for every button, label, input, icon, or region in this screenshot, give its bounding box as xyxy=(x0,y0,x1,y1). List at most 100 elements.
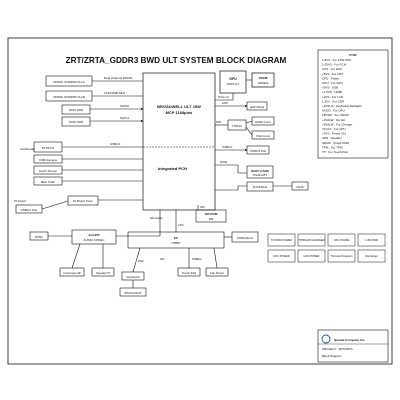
power-box-label: 1.35V DDR xyxy=(365,238,378,242)
sata-hdd-label: SATA HDD xyxy=(69,108,84,112)
pow-list-item: TPM : For TPM xyxy=(322,145,343,149)
gpu-label-1: GPU xyxy=(229,77,237,81)
keyboard-label: Keyboard xyxy=(127,275,140,279)
usb3-bus-label: USB3.0 xyxy=(222,145,233,149)
i2c-label: I2C xyxy=(160,257,166,261)
power-box xyxy=(327,249,356,263)
power-box xyxy=(357,249,386,263)
power-box xyxy=(297,249,326,263)
pow-list-item: 1.05VS : For PCH xyxy=(322,63,346,67)
power-box-label: LDO POWER xyxy=(304,254,320,258)
pcie-label: PCIE xyxy=(220,160,227,164)
power-box-label: Discharger xyxy=(365,254,378,258)
tpm-label: TPM(option) xyxy=(237,236,254,240)
pow-list-item: AOS : For EAC xyxy=(322,67,343,71)
ddr-bus-label-a: Dual Channel DDR3L xyxy=(104,76,133,80)
pow-list-item: +1.5VS : HDMI xyxy=(322,90,342,94)
spi-rom-block xyxy=(195,209,227,223)
company-label: Quanta Computer Inc. xyxy=(334,338,366,342)
pow-list-item: NVDD : For GPU xyxy=(322,109,345,113)
speaker-label: Speaker*2 xyxy=(96,271,110,275)
spi-label-1: SPI ROM xyxy=(205,212,218,216)
lan-block xyxy=(246,181,274,192)
vram-label-1: VRAM xyxy=(259,76,268,80)
sata-odd-label: SATA ODD xyxy=(69,120,85,124)
spi-label-2: 8M xyxy=(209,217,214,221)
pow-list-item: +3VSUS : Keyboard backlight xyxy=(322,104,362,108)
edp-bus-label: eDP xyxy=(222,101,228,105)
sata-hdd-block xyxy=(61,104,91,115)
edp-label: eDP Panel xyxy=(250,105,265,109)
pow-list-item: +5VS : USB xyxy=(322,86,338,90)
smbus-label: SMBus xyxy=(192,257,202,261)
sheet-frame xyxy=(7,37,393,365)
pow-list-item: TP : For Touch Pad xyxy=(322,150,348,154)
ddi-label: DDI xyxy=(216,120,221,124)
power-box-label: Thermal Protection xyxy=(331,254,353,258)
cpu-label-2: MCP 1168pins xyxy=(166,110,194,115)
it-conv-label: IT6513 xyxy=(232,124,242,128)
ddr-bus-label-b: 1333/1600 MHz xyxy=(104,91,126,95)
diagram-title: ZRT/ZRTA_GDDR3 BWD ULT SYSTEM BLOCK DIAG… xyxy=(66,56,287,65)
pow-list-item: SPD : Speaker xyxy=(322,136,342,140)
power-box xyxy=(267,249,296,263)
pow-list-item: 1.8VS : For 15W CPU xyxy=(322,58,351,62)
usb3-label: USB3.0 Port xyxy=(250,149,267,153)
vram-label-2: GDDR3 xyxy=(258,81,269,85)
pch-label: Integrated PCH xyxy=(158,166,187,171)
rj45-block xyxy=(291,181,309,191)
hdmi-label: HDMI Conn xyxy=(255,120,271,124)
pow-list-item: VCCIO : For CPU xyxy=(322,127,346,131)
wlan-block xyxy=(246,165,274,179)
cpu-label-1: BROADWELL ULT 15W xyxy=(157,104,201,109)
audio-label-1: ALC255 xyxy=(88,233,100,237)
power-box-label: TPS51225 CHARGER xyxy=(299,238,325,242)
power-box-label: SYSTEM POWER xyxy=(271,238,292,242)
io-conn-block xyxy=(67,195,99,206)
rj45-label: RJ45 xyxy=(296,185,303,189)
power-grid: SYSTEM POWER TPS51225 CHARGER CPU VCORE 1.3… xyxy=(267,233,386,263)
pow-list-item: +3VS : Power Ctrl xyxy=(322,132,346,136)
hp-label: Universal HP xyxy=(63,271,81,275)
io-conn-label: IO Board Conn xyxy=(73,199,93,203)
power-box xyxy=(267,233,296,247)
gpu-label-2: N16S-GT xyxy=(227,82,240,86)
power-box-label: GPU POWER xyxy=(273,254,289,258)
ps2-label: PS2 xyxy=(138,259,144,263)
vga-label: VGA Conn xyxy=(256,134,271,138)
audio-label-2: AUDIO CODEC xyxy=(83,238,105,242)
io-board-label: IO board xyxy=(14,199,26,203)
spi-bus-label: SPI xyxy=(200,205,205,209)
pow-list-item: 1.35V : For DDR xyxy=(322,99,345,103)
dimm-b-label: DDR3L-SODIMM CH-B xyxy=(53,95,84,99)
audio-codec-block xyxy=(71,229,117,245)
pow-list-item: +5VS : For CRT xyxy=(322,72,344,76)
ec-label-2: IT8587 xyxy=(171,241,181,245)
pow-list-item: +3VS : For LCD xyxy=(322,95,344,99)
ec-block xyxy=(127,231,225,249)
pow-list-item: CPU : Power xyxy=(322,76,339,80)
sata-odd-block xyxy=(61,116,91,127)
title-block xyxy=(317,329,389,363)
dimm-a-label: DDR3L-SODIMM CH-A xyxy=(53,80,84,84)
mic-label: DMIC xyxy=(35,235,43,239)
pow-list-item: SRAM : Single RAM xyxy=(322,141,350,145)
pow-list-box xyxy=(317,49,389,159)
lpc-label: LPC xyxy=(178,223,185,227)
project-label: PROJECT : ZRT/ZRTA xyxy=(322,347,353,351)
power-box xyxy=(327,233,356,247)
usb-io-label: USB2.0 Port xyxy=(21,208,38,212)
touch-screen-label: Touch Screen xyxy=(39,169,58,173)
usb2-label: USB2.0 xyxy=(110,142,121,146)
pow-list-item: FBVDD : For VRAM xyxy=(322,113,349,117)
pcie-gpu-label: PCIe x4 xyxy=(218,95,229,99)
cardreader-label: Cardreader xyxy=(20,147,35,151)
pow-list-item: +3VALW : For EC xyxy=(322,118,346,122)
power-box xyxy=(297,233,326,247)
rtl-label: RTS5170 xyxy=(42,146,55,150)
quanta-logo-icon xyxy=(321,334,331,344)
power-box-label: CPU VCORE xyxy=(334,238,350,242)
